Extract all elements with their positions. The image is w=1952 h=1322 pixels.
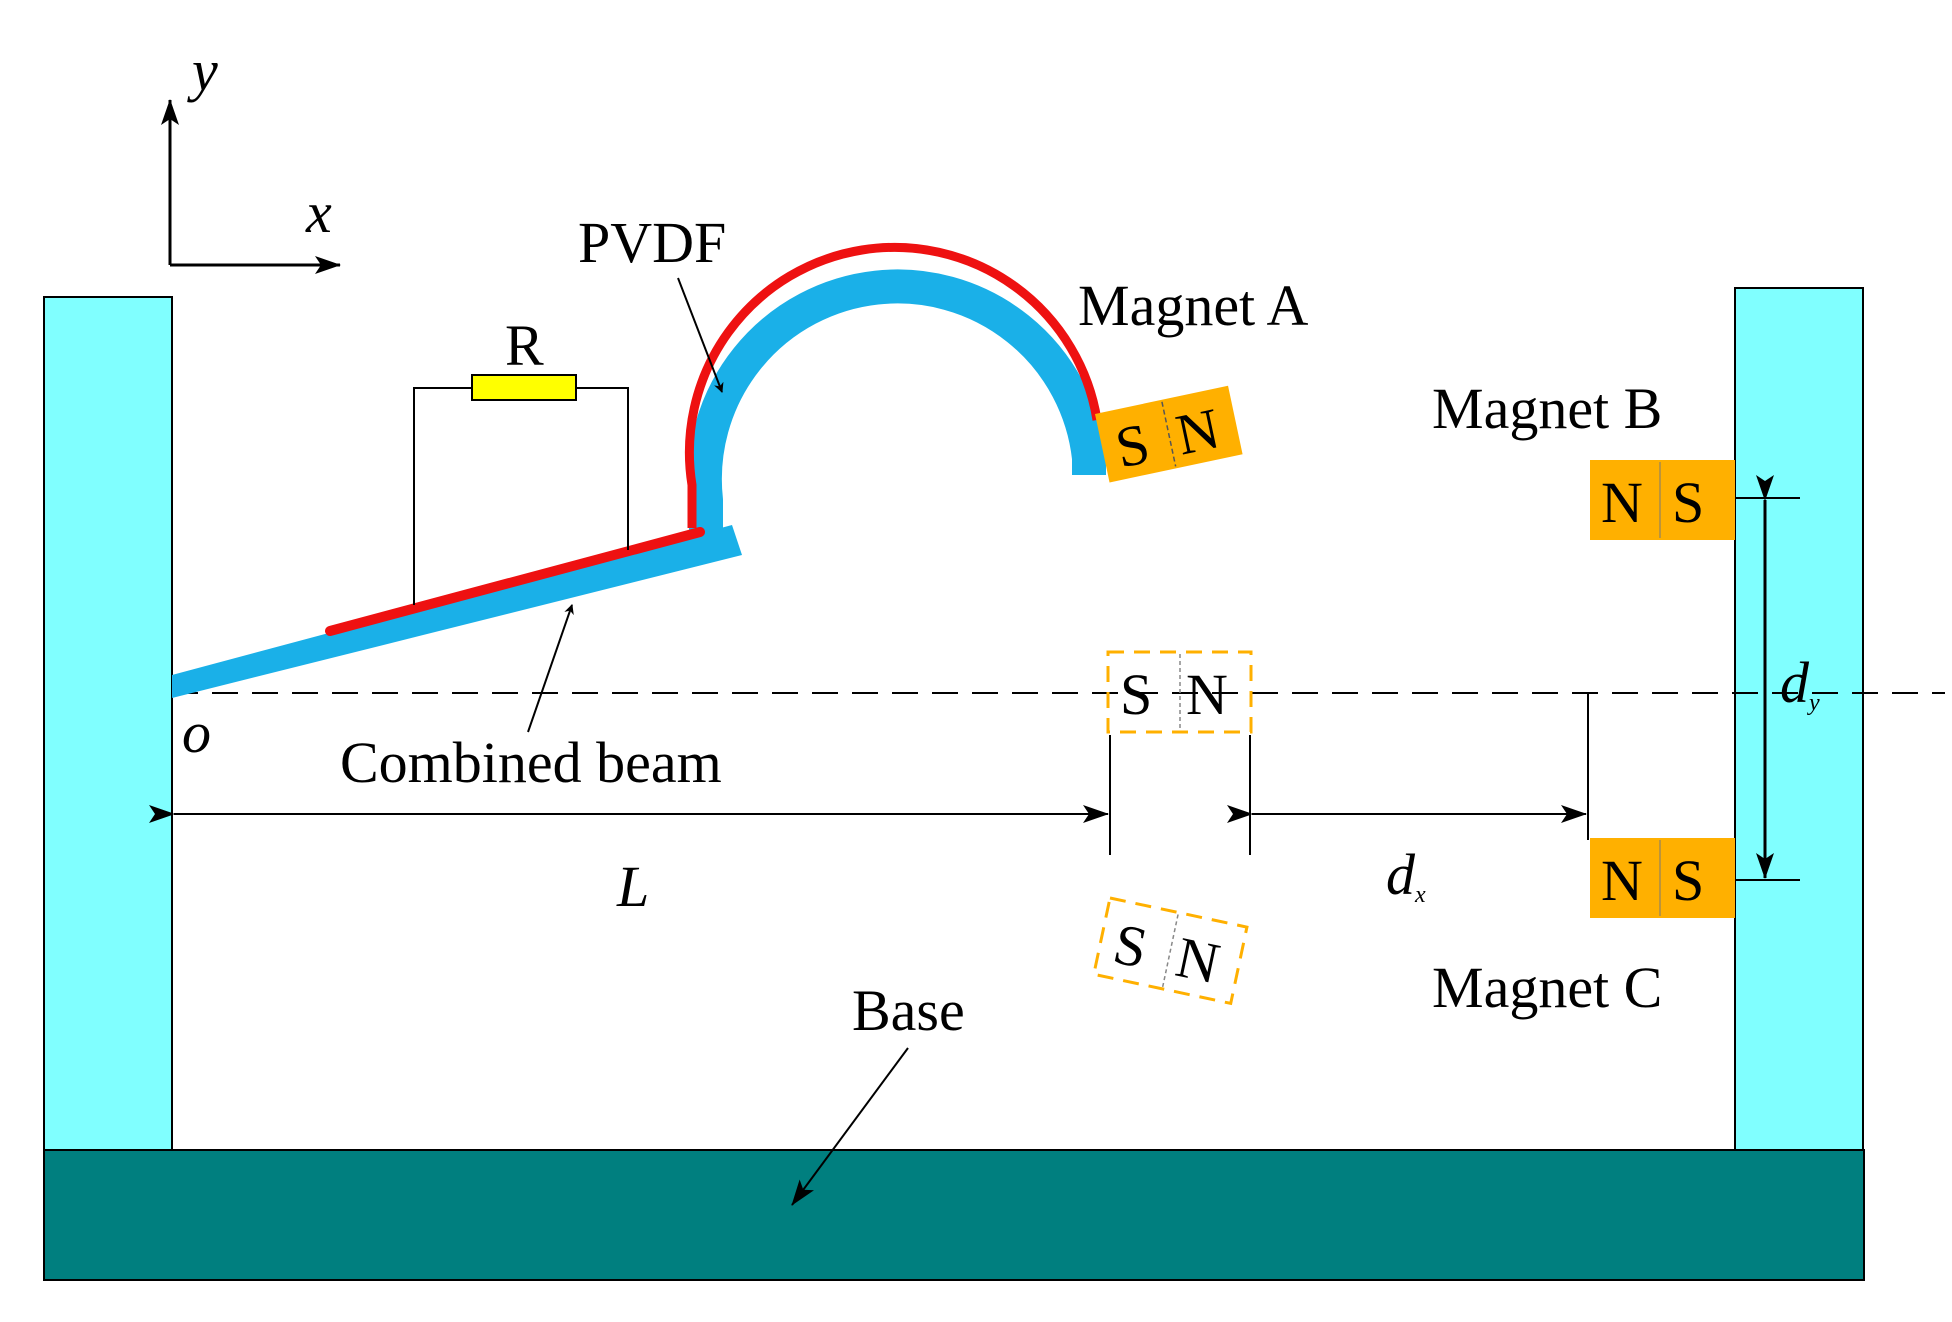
dimension-dx-main: d [1386,842,1416,907]
origin-label: o [182,700,211,765]
magnet-b-pole-left: N [1601,470,1643,535]
combined-beam-pointer-arrow [527,604,574,733]
resistor-label: R [505,313,544,378]
magnet-a-label: Magnet A [1078,273,1308,338]
dimension-dx [1227,693,1589,840]
magnet-a: S N [1095,385,1243,483]
ghost-mid-pole-right: N [1186,662,1228,727]
ghost-magnet-mid: S N [1106,650,1253,734]
ghost-mid-pole-left: S [1120,662,1152,727]
dimension-dy-main: d [1780,650,1810,715]
dimension-dy [1736,475,1800,881]
magnet-b-label: Magnet B [1432,376,1662,441]
combined-beam [172,269,1106,698]
combined-beam-label: Combined beam [340,730,722,795]
dimension-dy-label: dy [1780,650,1820,716]
resistor-symbol [471,374,577,401]
dimension-dx-sub: x [1414,882,1426,908]
resistor-circuit [413,374,629,605]
base-plate [43,1149,1865,1281]
dimension-dy-sub: y [1807,690,1820,716]
axis-y-label: y [187,38,218,103]
magnet-c-pole-left: N [1601,848,1643,913]
pvdf-label: PVDF [578,210,726,275]
base-label: Base [852,978,965,1043]
magnet-c-pole-right: S [1672,848,1704,913]
axis-x-label: x [305,180,332,245]
coordinate-axes [161,99,341,274]
magnet-c: N S [1590,838,1735,918]
right-frame-post [1734,287,1864,1151]
ghost-magnet-low: S N [1092,896,1249,1006]
dimension-dx-label: dx [1386,842,1426,908]
magnet-b-pole-right: S [1672,470,1704,535]
ghost-low-pole-right: N [1171,924,1225,996]
pvdf-pointer-arrow [677,277,724,393]
ghost-low-pole-left: S [1108,911,1153,981]
magnet-b: N S [1590,460,1735,540]
pvdf-layer [325,242,1102,636]
dimension-L-label: L [616,854,649,919]
base-pointer-arrow [791,1047,909,1206]
dimension-L [149,735,1251,855]
magnet-c-label: Magnet C [1432,955,1662,1020]
left-frame-post [43,296,173,1151]
